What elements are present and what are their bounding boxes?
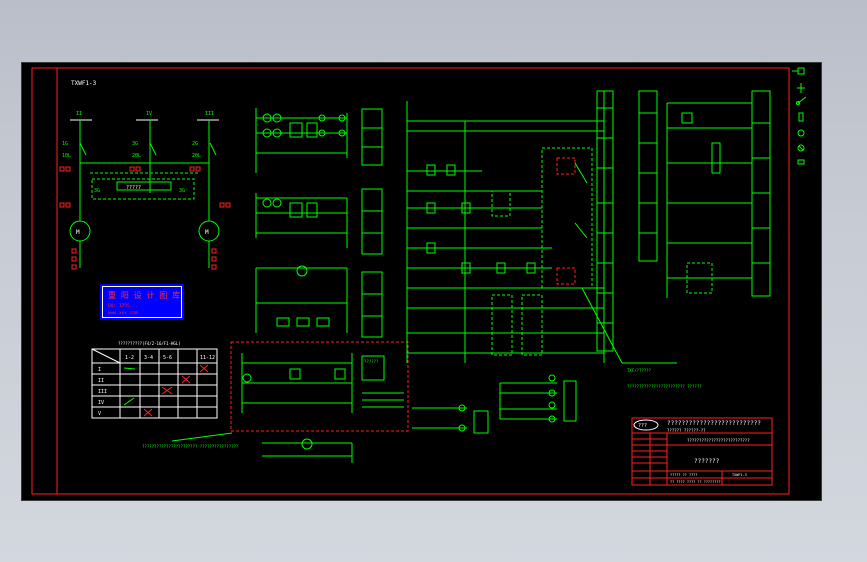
motor-left-icon	[69, 220, 91, 242]
fuse-icon[interactable]	[798, 112, 804, 122]
relay-box-label: ??????	[364, 359, 379, 364]
bus-label-left: II	[76, 111, 82, 117]
relay-detail-box: ??????	[230, 341, 409, 432]
relay-group-middle	[255, 188, 383, 255]
table-row-3: III	[98, 389, 107, 395]
motor-right-icon	[198, 220, 220, 242]
company-logo-icon	[633, 419, 659, 431]
motor-right-label: M	[205, 229, 209, 236]
stamp-line2: www.xxx.com	[108, 311, 138, 316]
title-block-title: ??????????????????????????	[667, 420, 761, 427]
title-block-row2: ??????????????????????????	[687, 438, 750, 443]
interlock-left-label: 3G	[94, 188, 100, 194]
stamp-title: 重 阳 设 计 图 库	[108, 290, 180, 300]
switch-position-table: ??????????(F4/2-16/F1-HGL) 1-2 3-4 5-6 1…	[91, 341, 218, 419]
table-row-5: V	[98, 411, 101, 417]
note-right: ???????????????????????? ??????	[627, 384, 702, 389]
signal-rungs	[412, 374, 577, 434]
designer-stamp: 重 阳 设 计 图 库 QQ: 1795... www.xxx.com	[100, 284, 184, 320]
schematic-svg: TXWF1-3 II IV III 1G 10L 3G 20L 2G 20L ?…	[31, 67, 821, 495]
drawing-border	[31, 67, 790, 495]
motor-left-label: M	[76, 229, 80, 236]
mid-breaker-id: 3G	[132, 141, 138, 147]
table-header-2: 3-4	[144, 355, 153, 361]
switch-icon[interactable]	[796, 96, 807, 105]
left-breaker-id: 1G	[62, 141, 68, 147]
title-block: ??? ?????????????????????????? ?????? ??…	[631, 417, 773, 486]
relay-group-lower	[255, 265, 383, 338]
table-row-4: IV	[98, 400, 104, 406]
table-header-3: 5-6	[163, 355, 172, 361]
right-breaker-id: 2G	[192, 141, 198, 147]
bus-label-right: III	[205, 111, 214, 117]
relay-group-top	[255, 108, 383, 173]
interlock-box	[116, 181, 172, 191]
title-block-drawing-name: ???????	[694, 458, 720, 465]
left-breaker-rating: 10L	[62, 153, 71, 159]
table-header-1: 1-2	[125, 355, 134, 361]
cad-drawing-canvas[interactable]: TXWF1-3 II IV III 1G 10L 3G 20L 2G 20L ?…	[21, 62, 822, 501]
power-circuit: II IV III 1G 10L 3G 20L 2G 20L ????? 3G …	[59, 111, 231, 270]
table-row-2: II	[98, 378, 104, 384]
breaker-icon[interactable]	[797, 83, 805, 93]
title-block-footer2: ?? ???? ???? ?? ????????	[670, 480, 721, 484]
title-block-mark: ???	[638, 423, 647, 429]
sheet-code: TXWF1-3	[71, 80, 97, 87]
title-block-code: TXWF1-3	[732, 473, 747, 477]
right-terminal-column	[638, 90, 771, 298]
table-header-4: 11-12	[200, 355, 215, 361]
resistor-icon[interactable]	[797, 159, 805, 165]
stamp-line1: QQ: 1795...	[108, 303, 138, 309]
table-title: ??????????(F4/2-16/F1-HGL)	[118, 341, 181, 346]
title-block-subtitle: ?????? ??????-??	[667, 428, 706, 433]
control-ladder: TXF/??????	[406, 90, 677, 373]
title-block-footer1: ????? ?? ????	[670, 473, 697, 477]
coil-icon[interactable]	[797, 129, 805, 137]
legend-strip[interactable]	[792, 67, 821, 165]
interlock-right-label: 3G	[179, 188, 185, 194]
lamp-icon[interactable]	[797, 144, 805, 152]
bus-label-mid: IV	[146, 111, 152, 117]
ground-tag: TXF/??????	[627, 368, 652, 373]
interlock-box-text: ?????	[126, 185, 141, 191]
right-breaker-rating: 20L	[192, 153, 201, 159]
table-row-1: I	[98, 367, 101, 373]
mid-breaker-rating: 20L	[132, 153, 141, 159]
contact-icon[interactable]	[792, 67, 805, 75]
note-left: ??????????????????????? ????????????????	[142, 444, 239, 449]
